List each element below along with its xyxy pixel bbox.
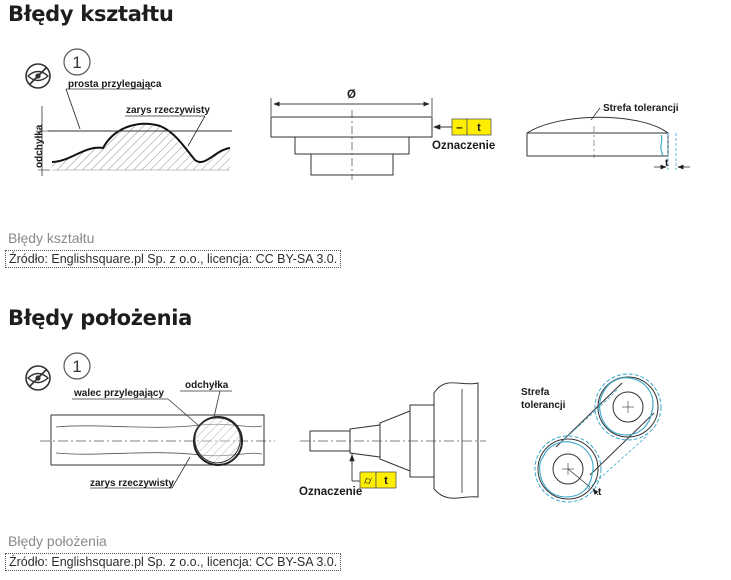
flatness-part-diagram [270, 98, 452, 180]
step-badge-1: 1 [63, 352, 91, 380]
straightness-diagram [38, 88, 232, 176]
form-errors-figure: 1 prosta przylegająca zarys rzeczywisty … [25, 48, 690, 180]
step-badge-1: 1 [63, 48, 91, 76]
tolerance-frame-flatness: – t [451, 118, 492, 136]
label-diameter-symbol: Ø [347, 89, 356, 101]
label-deviation: odchyłka [34, 124, 45, 168]
tolerance-zone-diagram [526, 107, 690, 170]
figure-source-position-errors: Źródło: Englishsquare.pl Sp. z o.o., lic… [5, 553, 342, 571]
label-t-small: t [598, 487, 602, 498]
label-tolerance-zone-line1: Strefa [521, 387, 550, 398]
label-actual-profile: zarys rzeczywisty [90, 478, 174, 489]
step-badge-number: 1 [72, 53, 81, 72]
figure-caption-form-errors: Błędy kształtu [8, 230, 95, 246]
flatness-symbol: – [456, 120, 463, 134]
visibility-off-icon [25, 63, 51, 89]
label-tolerance-zone-line2: tolerancji [521, 400, 566, 411]
section-title-position-errors: Błędy położenia [8, 306, 193, 330]
label-adjacent-cylinder: walec przylegający [73, 388, 164, 399]
step-badge-number: 1 [72, 357, 81, 376]
label-designation: Oznaczenie [299, 486, 362, 498]
cylindricity-symbol: ⌭ [364, 475, 372, 487]
label-tolerance-zone: Strefa tolerancji [603, 103, 679, 114]
shaft-diagram [300, 382, 486, 499]
label-t-small: t [665, 158, 669, 169]
label-actual-profile: zarys rzeczywisty [126, 105, 210, 116]
position-zone-diagram [534, 373, 662, 503]
section-title-form-errors: Błędy kształtu [8, 2, 174, 26]
label-deviation: odchyłka [185, 380, 229, 391]
figure-source-form-errors: Źródło: Englishsquare.pl Sp. z o.o., lic… [5, 250, 342, 268]
tolerance-value-t: t [477, 122, 481, 134]
tolerance-value-t: t [384, 475, 388, 487]
visibility-off-icon [25, 365, 51, 391]
label-adjacent-line: prosta przylegająca [68, 79, 162, 90]
tolerance-frame-cylindricity: ⌭ t [359, 471, 397, 489]
figure-caption-position-errors: Błędy położenia [8, 533, 107, 549]
cylinder-diagram [40, 390, 275, 489]
position-errors-figure: 1 odchyłka walec przylegający zarys rzec… [25, 352, 662, 503]
label-designation: Oznaczenie [432, 140, 495, 152]
